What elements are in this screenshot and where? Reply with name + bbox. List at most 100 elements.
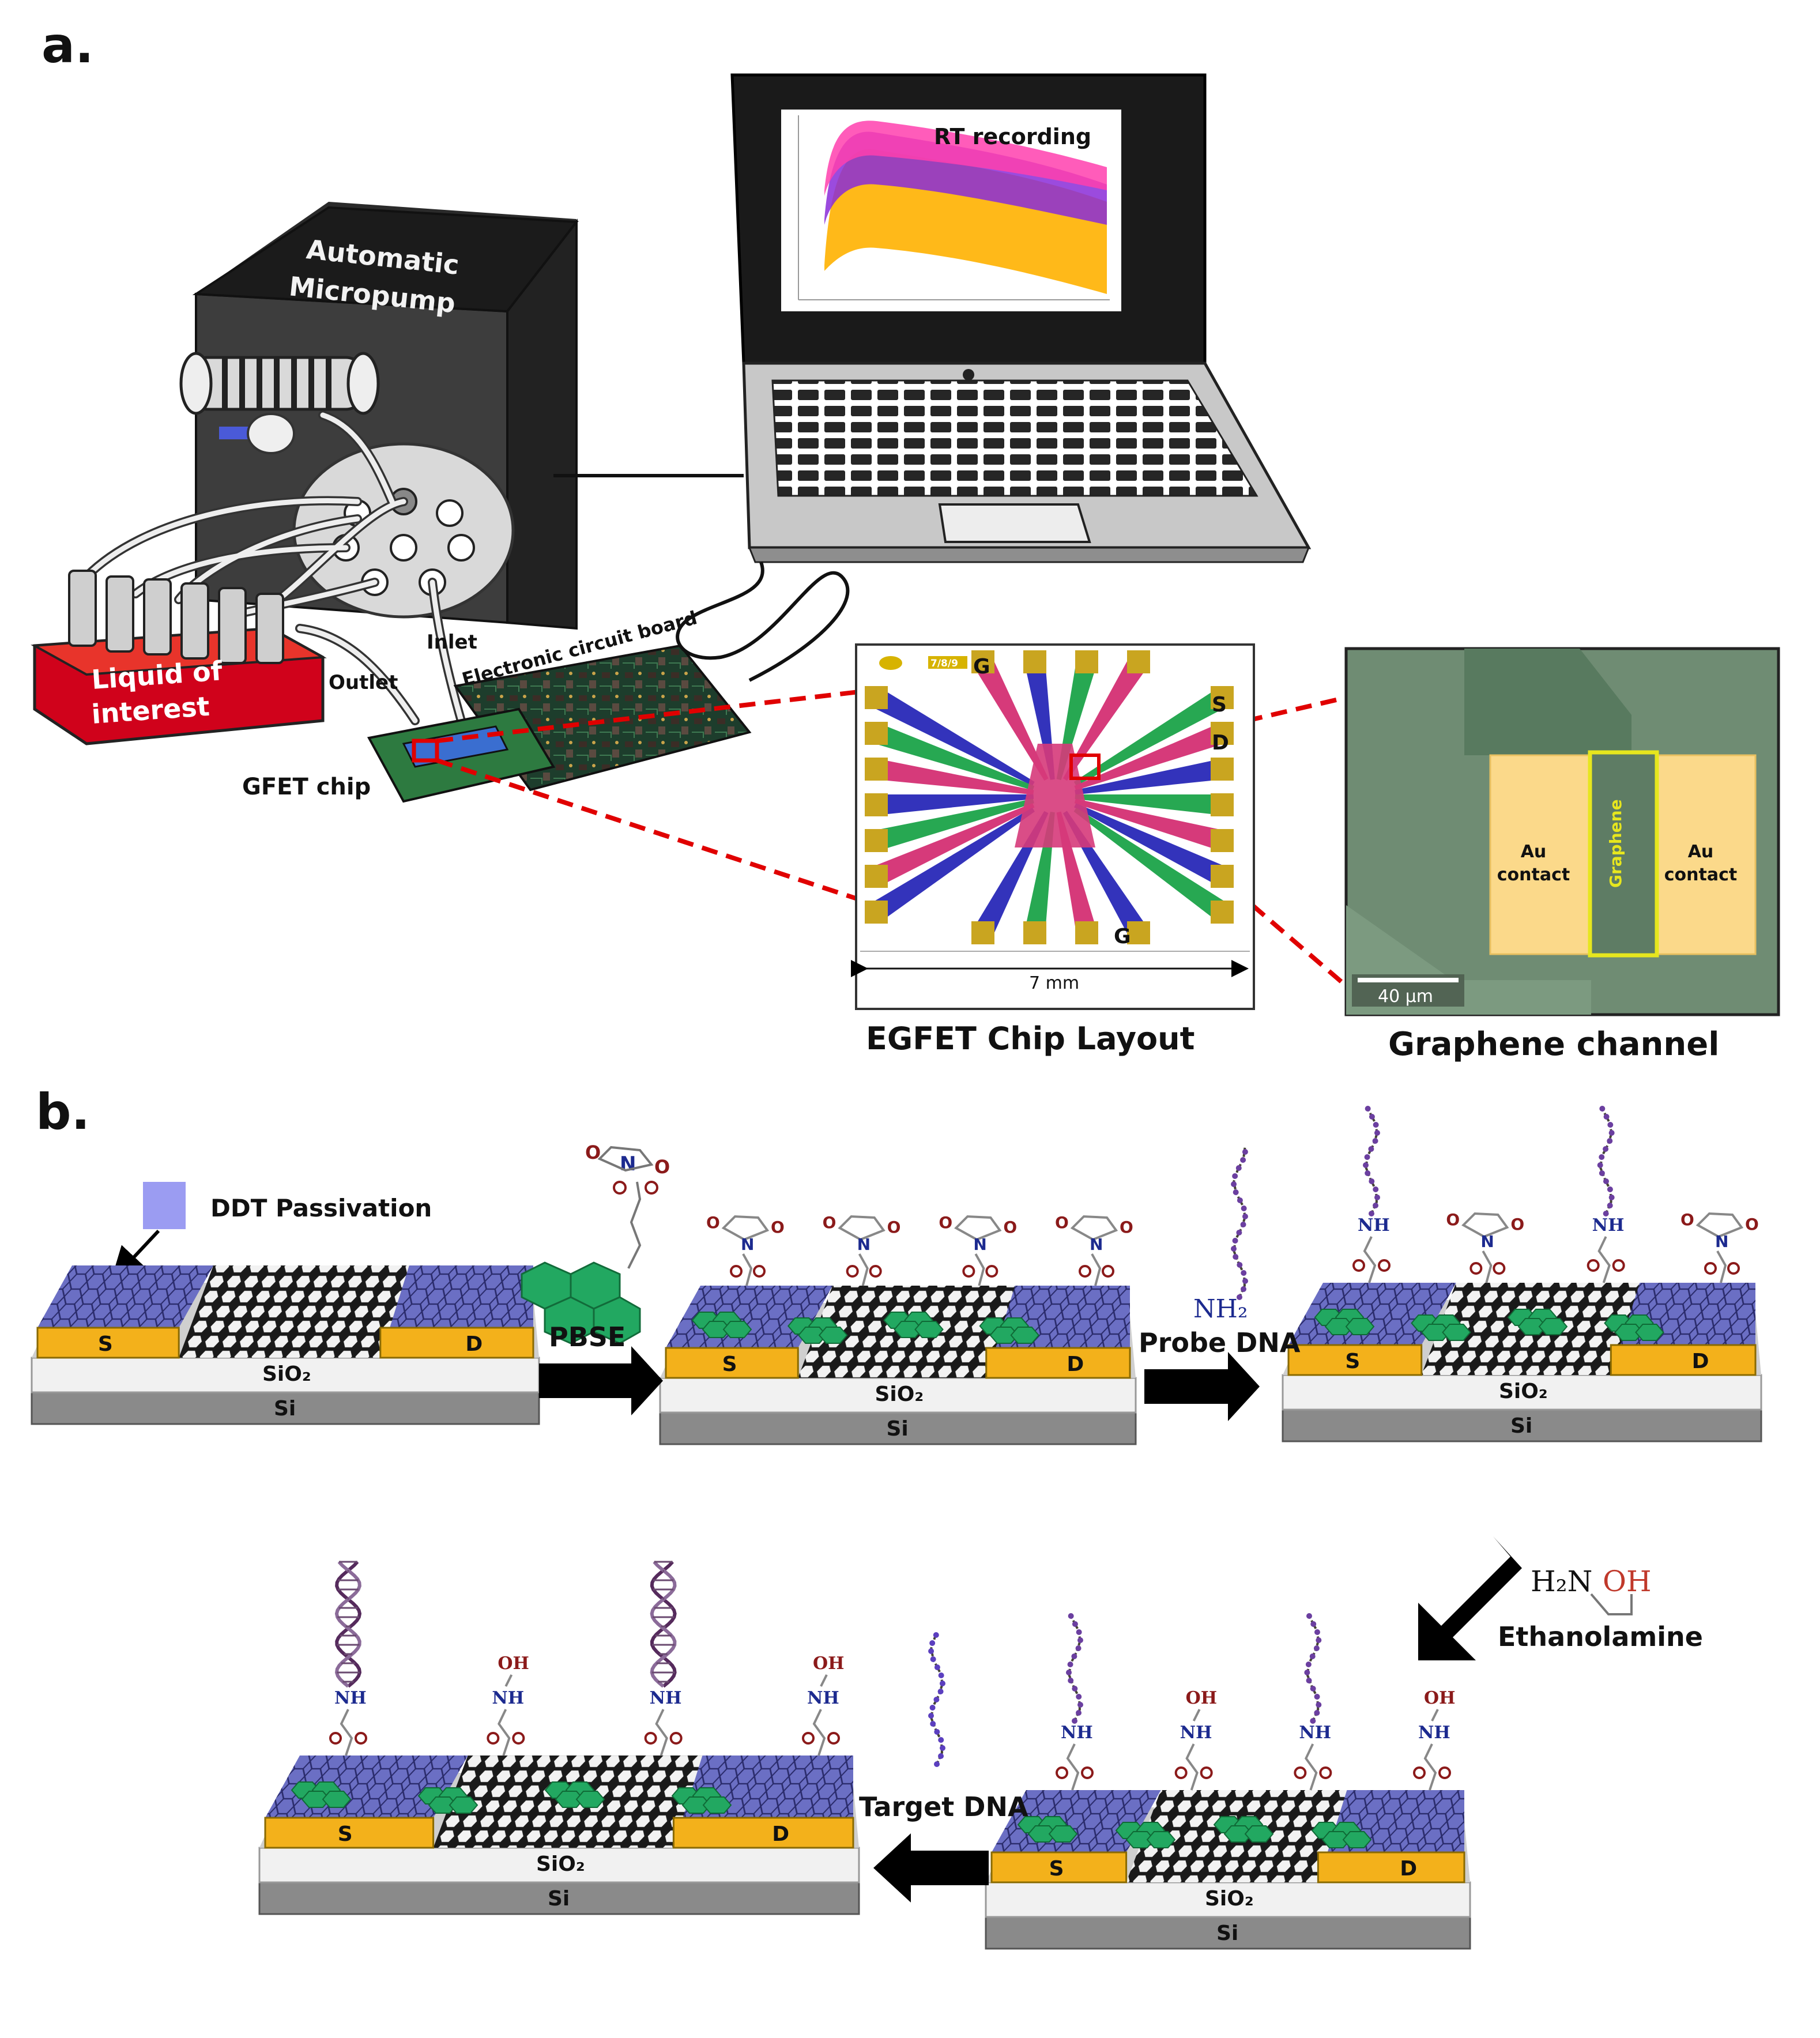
surface-linker: NH [487, 1688, 525, 1756]
au-left-line2: contact [1497, 865, 1570, 885]
syringe [179, 352, 380, 454]
nhs-o-label: O [1003, 1218, 1017, 1237]
linker-group-label: NH [1358, 1215, 1390, 1235]
chip-scale-label: 7 mm [1029, 973, 1079, 993]
ethanolamine-label: Ethanolamine [1498, 1621, 1703, 1652]
nhs-n-label: N [1090, 1235, 1103, 1254]
nhs-o-label: O [1745, 1215, 1759, 1234]
drain-contact [1610, 1344, 1757, 1376]
sio2-label: SiO₂ [536, 1852, 585, 1876]
chip-pad [865, 865, 888, 888]
pyrene-anchor [417, 1787, 478, 1814]
linker-group-label: NH [1299, 1723, 1331, 1743]
chip-leads [871, 656, 1229, 939]
dna-strand [1066, 1613, 1083, 1724]
dna-double-helix [334, 1560, 362, 1688]
outlet-label: Outlet [329, 671, 398, 694]
pyrene-anchor [883, 1312, 944, 1338]
source-label: S [1049, 1857, 1064, 1881]
nhs-n-label: N [973, 1235, 986, 1254]
chip-center-lead [1015, 744, 1095, 847]
pyrene-anchor [291, 1781, 352, 1808]
pyrene-anchor [544, 1781, 605, 1808]
si-label: Si [548, 1887, 570, 1911]
screen-title: RT recording [934, 124, 1091, 149]
step-arrow-ethanolamine [1418, 1536, 1522, 1660]
linker-group-label: NH [334, 1688, 367, 1708]
si-label: Si [887, 1417, 909, 1441]
chip-pad [1211, 901, 1234, 924]
source-contact [990, 1851, 1128, 1883]
pad-g-bottom: G [1114, 925, 1131, 948]
egfet-chip-layout: 7/8/9 G S D G 7 mm [851, 643, 1255, 1010]
nhs-o-label: O [823, 1213, 836, 1232]
surface-linker: NH [1056, 1723, 1094, 1791]
chip-lead [871, 807, 1035, 921]
linker-group-label: NH [1061, 1723, 1093, 1743]
dna-strand [1231, 1147, 1248, 1300]
surface-linker: NH [1352, 1215, 1391, 1283]
probe-dna-label: Probe DNA [1139, 1327, 1301, 1358]
chip-pad [865, 758, 888, 781]
chip-pad [1023, 650, 1046, 673]
chip-pad [865, 793, 888, 816]
linker-group-label: NH [1180, 1723, 1212, 1743]
graphene-zoom-box [1069, 754, 1101, 780]
chip-lead [873, 724, 1035, 790]
nh2-label: NH₂ [1193, 1294, 1248, 1324]
drain-label: D [772, 1822, 789, 1846]
source-label: S [1345, 1350, 1360, 1373]
nhs-o-label: O [771, 1218, 785, 1237]
linker-group-label: NH [807, 1688, 839, 1708]
chip-pad [1211, 793, 1234, 816]
chip-lead [876, 794, 1034, 815]
inlet-label: Inlet [427, 631, 477, 654]
micro-scale-label: 40 µm [1378, 986, 1433, 1007]
pyrene-anchor [787, 1317, 848, 1344]
drain-contact [379, 1327, 534, 1359]
ddt-legend-swatch [143, 1182, 186, 1229]
nhs-o-label: O [939, 1213, 952, 1232]
nhs-n-label: N [1480, 1232, 1494, 1251]
nhs-o-label: O [706, 1213, 720, 1232]
circuit-board: Electronic circuit board [367, 606, 752, 803]
pyrene-anchor [671, 1787, 732, 1814]
pad-d: D [1212, 731, 1229, 755]
gfet-chip-label: GFET chip [242, 774, 371, 800]
surface-linker: NH [1413, 1723, 1451, 1791]
dna-strand [1363, 1106, 1380, 1216]
pad-s: S [1212, 693, 1227, 717]
nhs-n-label: N [857, 1235, 871, 1254]
chip-lead [875, 759, 1034, 795]
nhs-o-label: O [1120, 1218, 1133, 1237]
nhs-o-label: O [1680, 1210, 1694, 1229]
pyrene-anchor [1311, 1822, 1372, 1848]
nhs-n-label: N [1715, 1232, 1728, 1251]
nhs-o-label: O [887, 1218, 901, 1237]
si-label: Si [1216, 1922, 1238, 1945]
drain-contact [1317, 1851, 1465, 1883]
source-contact [665, 1347, 799, 1379]
si-label: Si [274, 1397, 296, 1421]
surface-linker: NH [802, 1688, 840, 1756]
panel-a-letter: a. [42, 17, 94, 74]
chip-pad [1127, 650, 1150, 673]
surface-linker: NH [644, 1688, 683, 1756]
drain-label: D [1400, 1857, 1417, 1881]
pbse-o-left: O [585, 1142, 601, 1163]
surface-linker: NH [1587, 1215, 1625, 1283]
pbse-label: PBSE [549, 1321, 625, 1353]
source-label: S [338, 1822, 353, 1846]
chip-pad [1075, 921, 1098, 944]
chip-lead [1074, 724, 1226, 790]
